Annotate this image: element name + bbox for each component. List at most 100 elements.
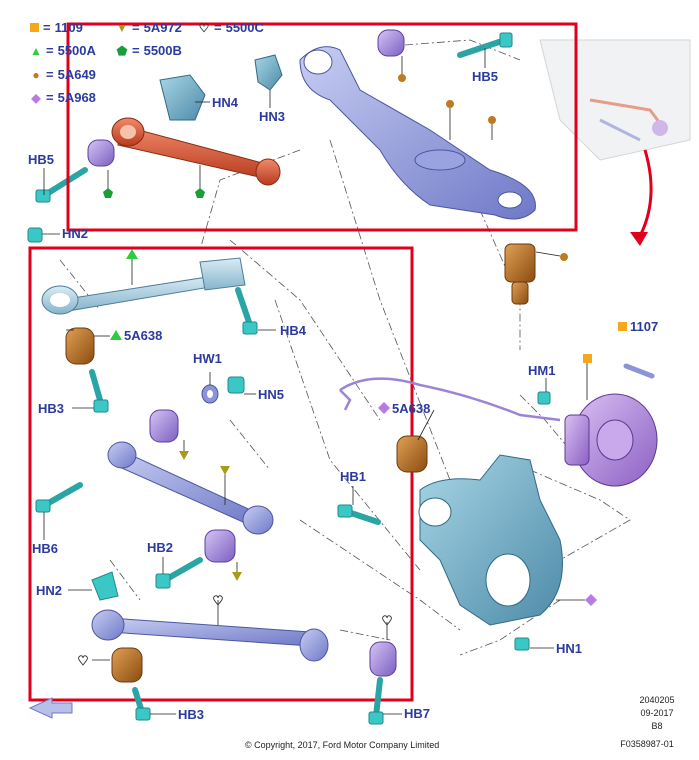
sym-5a972-2 <box>220 466 230 475</box>
bushing-bronze-left <box>65 327 95 365</box>
legend-code: 5500A <box>57 43 96 58</box>
callout-hw1: HW1 <box>193 351 222 366</box>
nut-hn5 <box>227 376 245 394</box>
bolt-hb5-top <box>457 32 513 58</box>
sym-5a649-2 <box>446 100 454 108</box>
bushing-bronze-low <box>111 647 143 683</box>
ref-number-1: 2040205 <box>639 695 675 705</box>
frame-top <box>66 22 578 232</box>
callout-hn1: HN1 <box>556 641 583 656</box>
bushing-top-purple <box>377 29 405 57</box>
sym-5a968-2 <box>585 594 597 606</box>
bushing-purple-right <box>369 641 397 677</box>
lateral-link-low <box>91 609 329 662</box>
down-triangle-icon: ▼ <box>116 20 128 35</box>
legend-item-5500c: ♡ = 5500C <box>198 20 264 35</box>
callout-hn2-top: HN2 <box>62 226 89 241</box>
bushing-left-purple <box>87 139 115 167</box>
legend-item-5500b: ⬟ = 5500B <box>116 43 182 58</box>
circle-icon: ● <box>32 67 40 82</box>
callout-hn4: HN4 <box>212 95 239 110</box>
sym-5500a-2 <box>110 330 122 340</box>
callout-5a638-left: 5A638 <box>124 328 163 343</box>
square-icon <box>30 23 39 32</box>
sym-5500c-3 <box>382 615 392 626</box>
rear-arrow <box>28 697 73 719</box>
callout-hn5: HN5 <box>258 387 285 402</box>
callout-hb5-top: HB5 <box>472 69 499 84</box>
legend-item-5a968: ◆ = 5A968 <box>30 90 96 105</box>
wheel-hub <box>564 393 658 487</box>
callout-hm1: HM1 <box>528 363 556 378</box>
callout-hb3-mid: HB3 <box>38 401 65 416</box>
leader-lines <box>42 48 588 715</box>
callout-1107: 1107 <box>630 319 659 334</box>
bump-stop <box>504 243 536 305</box>
wheel-stud-1107 <box>623 363 655 379</box>
bolt-hb3-bottom <box>132 687 151 721</box>
nut-hn2-top <box>27 227 43 243</box>
bolt-hb3-mid <box>89 369 109 413</box>
ref-code: B8 <box>651 721 663 731</box>
sym-5a649-3 <box>488 116 496 124</box>
bracket-hn4 <box>159 74 206 121</box>
sym-5500b-2 <box>195 188 205 198</box>
legend-code: 5500B <box>143 43 182 58</box>
legend-code: 1109 <box>54 20 83 35</box>
bushing-purple-mid <box>149 409 179 443</box>
abs-sensor-harness <box>339 377 561 422</box>
bushing-purple-low <box>204 529 236 563</box>
upper-control-link <box>111 117 281 186</box>
sym-5a649-4 <box>560 253 568 261</box>
callout-hb5-left: HB5 <box>28 152 55 167</box>
legend-equals: = <box>46 90 54 105</box>
washer-hw1 <box>201 384 219 404</box>
bushing-bronze-knuckle <box>396 435 428 473</box>
callout-hb2: HB2 <box>147 540 174 555</box>
legend-code: 5A649 <box>57 67 96 82</box>
sym-5500b-1 <box>103 188 113 198</box>
legend-item-5a649: ● = 5A649 <box>30 67 96 82</box>
callout-hb7: HB7 <box>404 706 431 721</box>
copyright: © Copyright, 2017, Ford Motor Company Li… <box>245 740 440 750</box>
sym-5500a-1 <box>126 249 138 259</box>
sym-1109-right <box>583 354 592 363</box>
legend-equals: = <box>43 20 51 35</box>
bolt-hb1 <box>337 504 381 525</box>
callout-symbols <box>78 74 627 666</box>
callout-hn3: HN3 <box>259 109 286 124</box>
inset-arrowhead <box>630 232 648 246</box>
sym-5a649-1 <box>398 74 406 82</box>
sym-5500c-2 <box>78 655 88 666</box>
bolt-hb7 <box>368 677 384 725</box>
legend-equals: = <box>132 43 140 58</box>
legend-item-1109: = 1109 <box>30 20 83 35</box>
bracket-hn2 <box>91 571 119 601</box>
legend-item-5500a: ▲ = 5500A <box>30 43 96 58</box>
legend-equals: = <box>132 20 140 35</box>
nut-hn1 <box>514 637 530 651</box>
legend-equals: = <box>46 43 54 58</box>
lateral-link-mid <box>107 441 274 535</box>
legend-item-5a972: ▼ = 5A972 <box>116 20 182 35</box>
callout-hb6: HB6 <box>32 541 59 556</box>
diamond-icon: ◆ <box>31 90 41 105</box>
callout-5a638-mid: 5A638 <box>392 401 431 416</box>
bolt-hb2 <box>155 557 203 589</box>
nut-hm1 <box>537 391 551 405</box>
legend-code: 5A972 <box>143 20 182 35</box>
vehicle-inset <box>539 39 691 161</box>
sym-5a968-1 <box>378 402 390 414</box>
bolt-hb6 <box>35 482 83 513</box>
triangle-icon: ▲ <box>30 43 42 58</box>
pentagon-icon: ⬟ <box>116 43 128 58</box>
legend-code: 5A968 <box>57 90 96 105</box>
callout-hb4: HB4 <box>280 323 307 338</box>
sym-1107 <box>618 322 627 331</box>
knuckle <box>418 454 563 626</box>
legend-equals: = <box>214 20 222 35</box>
sym-5500c-1 <box>213 595 223 606</box>
sym-5a972-3 <box>232 572 242 581</box>
frame-bottom <box>28 246 414 702</box>
